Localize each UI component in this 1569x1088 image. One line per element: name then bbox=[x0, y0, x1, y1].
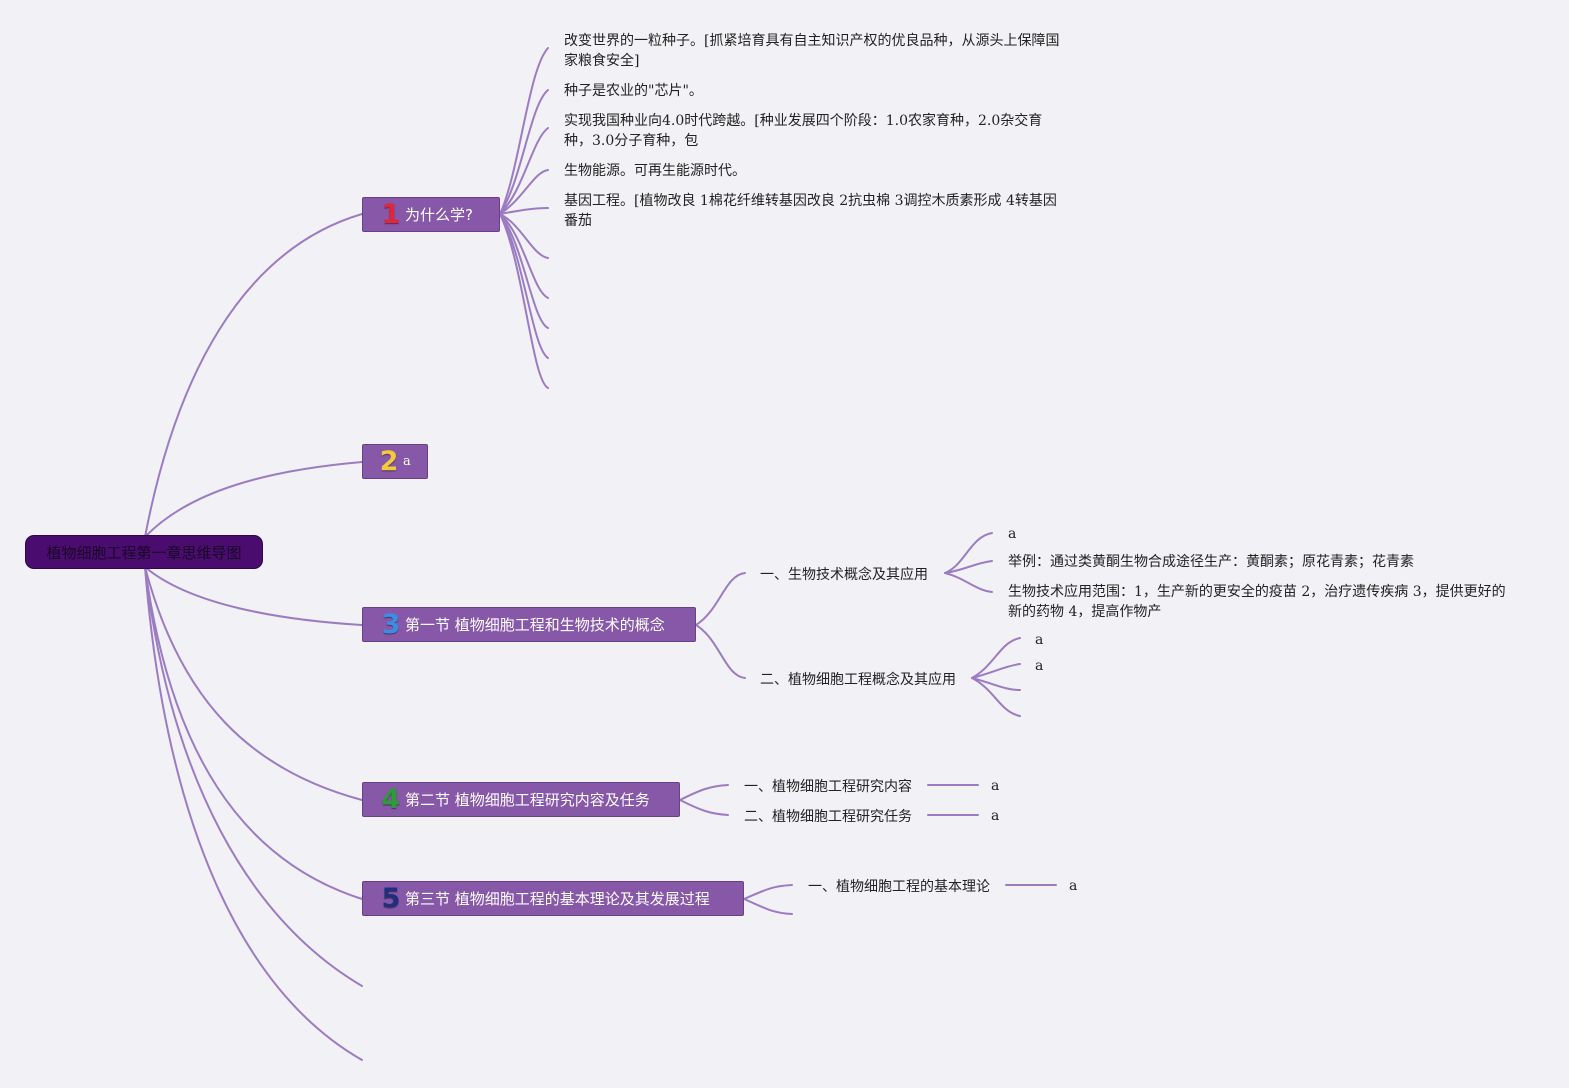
b3s1-leaf-1[interactable]: a bbox=[1008, 526, 1017, 542]
link-b3s2-empty-3 bbox=[971, 677, 1021, 691]
link-b1-empty-8 bbox=[499, 213, 549, 329]
number-3-icon: 3 bbox=[381, 609, 401, 640]
link-root-branch-2 bbox=[144, 461, 363, 538]
b1-leaf-5[interactable]: 基因工程。[植物改良 1棉花纤维转基因改良 2抗虫棉 3调控木质素形成 4转基因… bbox=[564, 193, 1057, 229]
branch-2-label: a bbox=[403, 454, 411, 469]
link-root-branch-5 bbox=[144, 566, 363, 900]
link-b1-leaf-5 bbox=[499, 207, 549, 215]
branch-1-node[interactable]: 1 为什么学? bbox=[362, 197, 500, 232]
link-b5-sub-1 bbox=[743, 884, 793, 900]
link-b3s2-leaf-1 bbox=[971, 637, 1021, 679]
link-root-branch-4 bbox=[144, 566, 363, 801]
root-node[interactable]: 植物细胞工程第一章思维导图 bbox=[25, 535, 263, 569]
link-b1-leaf-2 bbox=[499, 89, 549, 215]
link-b1-leaf-1 bbox=[499, 47, 549, 215]
b3-sub-2-label[interactable]: 二、植物细胞工程概念及其应用 bbox=[760, 672, 956, 688]
link-b3s1-leaf-2 bbox=[944, 560, 993, 574]
b1-leaf-1[interactable]: 改变世界的一粒种子。[抓紧培育具有自主知识产权的优良品种，从源头上保障国家粮食安… bbox=[564, 33, 1060, 69]
link-b1-empty-6 bbox=[499, 213, 549, 259]
branch-2-node[interactable]: 2 a bbox=[362, 444, 428, 479]
b3s2-leaf-2[interactable]: a bbox=[1035, 658, 1044, 674]
link-root-empty-7 bbox=[144, 566, 363, 1061]
number-1-icon: 1 bbox=[381, 199, 401, 230]
branch-5-label: 第三节 植物细胞工程的基本理论及其发展过程 bbox=[405, 890, 710, 908]
link-b1-empty-10 bbox=[499, 213, 549, 389]
link-root-empty-6 bbox=[144, 566, 363, 987]
b3-sub-1-label[interactable]: 一、生物技术概念及其应用 bbox=[760, 567, 928, 583]
link-b3s2-empty-4 bbox=[971, 677, 1021, 717]
link-b1-empty-7 bbox=[499, 213, 549, 299]
link-b4-sub-2 bbox=[679, 799, 729, 816]
link-b3-sub-1 bbox=[695, 572, 746, 626]
link-root-branch-1 bbox=[144, 213, 363, 538]
b1-leaf-2[interactable]: 种子是农业的"芯片"。 bbox=[564, 83, 703, 99]
b5-sub-1-label[interactable]: 一、植物细胞工程的基本理论 bbox=[808, 879, 990, 895]
link-b3s1-leaf-3 bbox=[944, 572, 993, 593]
branch-4-node[interactable]: 4 第二节 植物细胞工程研究内容及任务 bbox=[362, 782, 680, 817]
b3s2-leaf-1[interactable]: a bbox=[1035, 632, 1044, 648]
link-b1-leaf-4 bbox=[499, 169, 549, 215]
number-2-icon: 2 bbox=[379, 446, 399, 477]
link-b1-empty-9 bbox=[499, 213, 549, 359]
b3s1-leaf-2[interactable]: 举例：通过类黄酮生物合成途径生产：黄酮素；原花青素；花青素 bbox=[1008, 554, 1414, 570]
branch-3-label: 第一节 植物细胞工程和生物技术的概念 bbox=[405, 616, 665, 634]
link-b3s1-leaf-1 bbox=[944, 532, 993, 574]
link-b3s2-leaf-2 bbox=[971, 663, 1021, 679]
branch-3-node[interactable]: 3 第一节 植物细胞工程和生物技术的概念 bbox=[362, 607, 696, 642]
link-b3-sub-2 bbox=[695, 624, 746, 679]
link-b5-empty-2 bbox=[743, 898, 793, 915]
branch-1-label: 为什么学? bbox=[405, 206, 473, 224]
b4-sub-2-label[interactable]: 二、植物细胞工程研究任务 bbox=[744, 809, 912, 825]
b1-leaf-4[interactable]: 生物能源。可再生能源时代。 bbox=[564, 163, 746, 179]
number-5-icon: 5 bbox=[381, 883, 401, 914]
branch-4-label: 第二节 植物细胞工程研究内容及任务 bbox=[405, 791, 650, 809]
b1-leaf-3[interactable]: 实现我国种业向4.0时代跨越。[种业发展四个阶段：1.0农家育种，2.0杂交育种… bbox=[564, 113, 1043, 149]
b3s1-leaf-3[interactable]: 生物技术应用范围：1，生产新的更安全的疫苗 2，治疗遗传疾病 3，提供更好的新的… bbox=[1008, 584, 1506, 620]
link-b1-leaf-3 bbox=[499, 127, 549, 215]
b4s2-leaf-1[interactable]: a bbox=[991, 808, 1000, 824]
branch-5-node[interactable]: 5 第三节 植物细胞工程的基本理论及其发展过程 bbox=[362, 881, 744, 916]
number-4-icon: 4 bbox=[381, 784, 401, 815]
b4-sub-1-label[interactable]: 一、植物细胞工程研究内容 bbox=[744, 779, 912, 795]
link-root-branch-3 bbox=[144, 566, 363, 626]
link-b4-sub-1 bbox=[679, 784, 729, 801]
b5s1-leaf-1[interactable]: a bbox=[1069, 878, 1078, 894]
b4s1-leaf-1[interactable]: a bbox=[991, 778, 1000, 794]
